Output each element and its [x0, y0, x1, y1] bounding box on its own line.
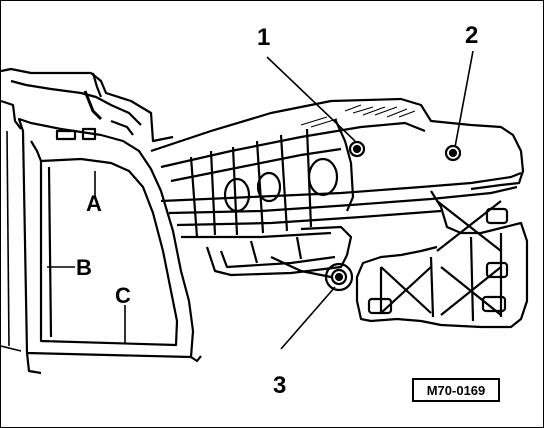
- trim-panel: [1, 67, 202, 375]
- nut-3-icon: [324, 262, 354, 292]
- leader-lines: [47, 50, 474, 350]
- callout-3: 3: [273, 372, 286, 399]
- reference-label: M70-0169: [412, 378, 500, 402]
- leader-1: [266, 56, 356, 142]
- callout-2: 2: [465, 22, 478, 49]
- callout-1: 1: [257, 24, 270, 51]
- callout-c: C: [115, 283, 131, 308]
- callout-b: B: [76, 255, 92, 280]
- leader-3: [280, 286, 336, 350]
- screw-1-icon: [348, 140, 366, 158]
- fasteners: [324, 140, 462, 292]
- reference-code: M70-0169: [427, 383, 486, 398]
- callout-a: A: [86, 191, 102, 216]
- leader-2: [454, 50, 474, 148]
- screw-2-icon: [444, 144, 462, 162]
- bracket-assembly: [150, 97, 529, 329]
- reference-box: [412, 378, 500, 402]
- plate-hatching: [300, 104, 416, 128]
